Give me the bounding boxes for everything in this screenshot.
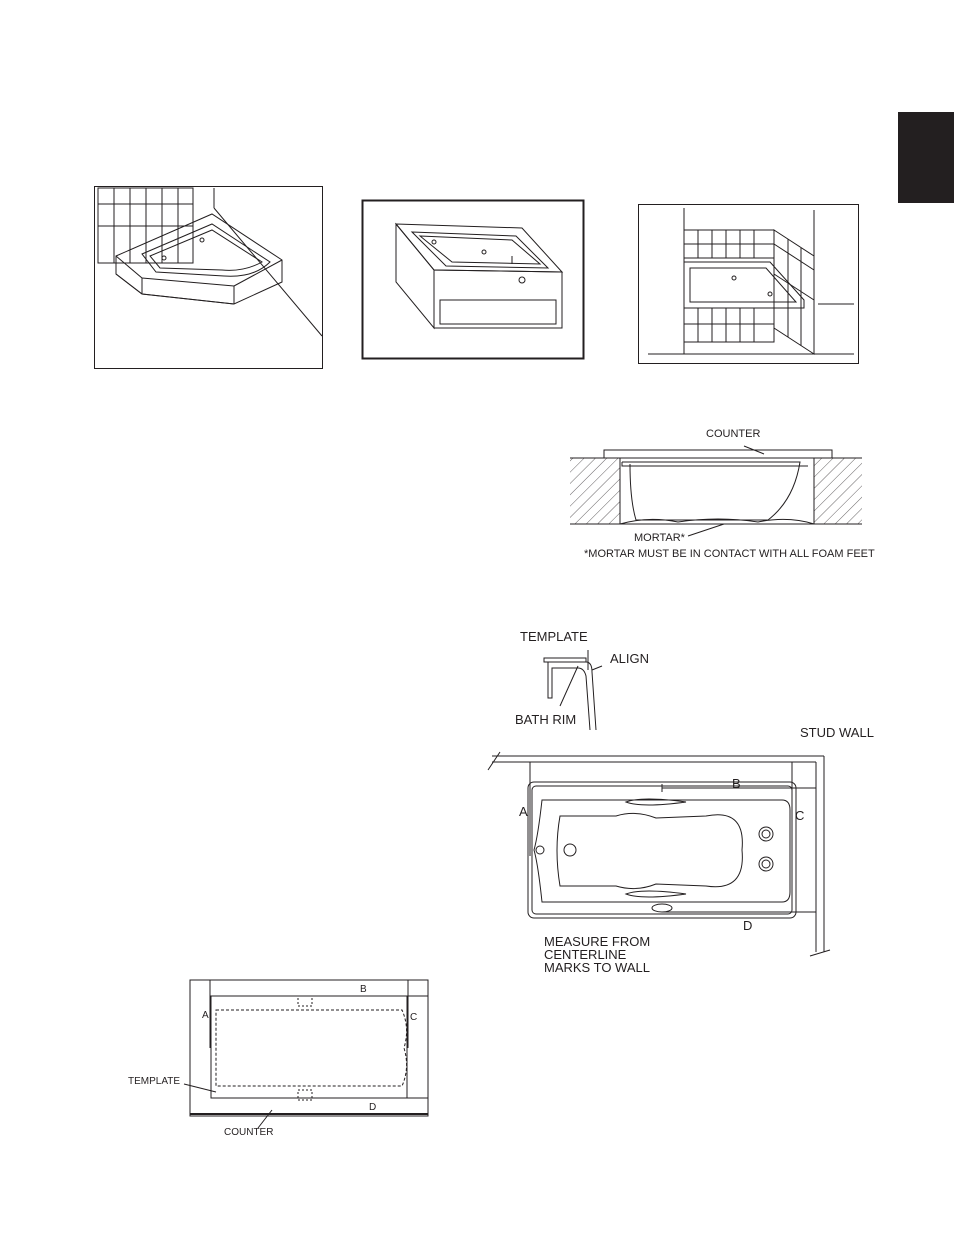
counter-plan-template-label: TEMPLATE (128, 1076, 181, 1087)
plan-dim-d: D (743, 918, 753, 933)
template-rim-detail (543, 650, 603, 731)
counter-plan-dim-d: D (369, 1102, 377, 1113)
counter-label: COUNTER (706, 428, 761, 440)
counter-plan-dim-a: A (202, 1010, 209, 1021)
counter-plan-dim-b: B (360, 984, 367, 995)
measure-note-line3: MARKS TO WALL (544, 960, 650, 975)
template-label: TEMPLATE (520, 629, 588, 644)
counter-section-diagram (570, 445, 862, 537)
align-label: ALIGN (610, 651, 650, 666)
plan-dim-c: C (795, 808, 805, 823)
stud-wall-plan-diagram (487, 751, 831, 957)
mortar-note: *MORTAR MUST BE IN CONTACT WITH ALL FOAM… (584, 548, 875, 560)
plan-dim-b: B (732, 776, 741, 791)
measure-note-line2: CENTERLINE (544, 947, 627, 962)
stud-wall-label: STUD WALL (800, 725, 874, 740)
chapter-tab (898, 112, 954, 203)
bath-rim-label: BATH RIM (515, 712, 577, 727)
plan-dim-a: A (519, 804, 528, 819)
counter-template-plan-diagram (183, 979, 429, 1129)
skirted-tub-illustration (361, 199, 585, 360)
corner-tub-illustration (94, 186, 323, 369)
counter-plan-dim-c: C (410, 1012, 418, 1023)
mortar-label: MORTAR* (634, 532, 685, 544)
measure-note-line1: MEASURE FROM (544, 934, 651, 949)
alcove-tub-illustration (638, 204, 859, 364)
counter-plan-counter-label: COUNTER (224, 1127, 274, 1138)
